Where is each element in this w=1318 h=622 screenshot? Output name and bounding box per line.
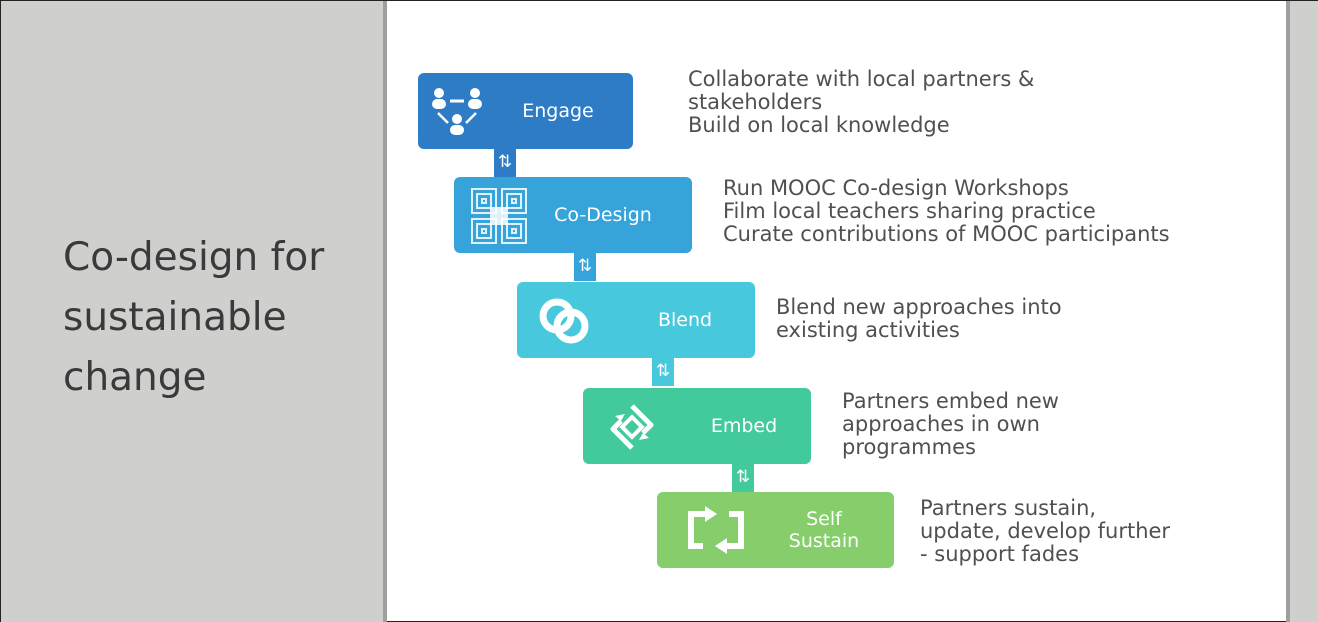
stage-description-self-sustain: Partners sustain, update, develop furthe… xyxy=(920,496,1171,566)
connector-arrow-icon: ⇅ xyxy=(655,361,671,381)
stage-description-embed: Partners embed new approaches in own pro… xyxy=(842,389,1059,459)
stage-description-blend: Blend new approaches into existing activ… xyxy=(776,295,1062,342)
stage-co-design: Co-Design xyxy=(454,177,692,253)
people-network-icon xyxy=(432,88,482,135)
stage-engage: Engage xyxy=(418,73,633,149)
connector-4: ⇅ xyxy=(732,464,754,492)
connector-1: ⇅ xyxy=(494,149,516,177)
connector-arrow-icon: ⇅ xyxy=(497,152,513,172)
connector-arrow-icon: ⇅ xyxy=(735,467,751,487)
stage-embed: Embed xyxy=(583,388,811,464)
left-divider xyxy=(383,1,387,622)
slide-title: Co-design for sustainable change xyxy=(63,235,325,400)
stage-description-engage: Collaborate with local partners & stakeh… xyxy=(688,67,1035,137)
right-panel xyxy=(1290,1,1318,622)
stage-blend: Blend xyxy=(517,282,755,358)
left-panel xyxy=(1,1,383,622)
stage-label-engage: Engage xyxy=(522,100,594,122)
connector-3: ⇅ xyxy=(652,358,674,386)
stage-self-sustain: Self Sustain xyxy=(657,492,894,568)
stage-label-co-design: Co-Design xyxy=(554,204,652,226)
diamond-arrows-icon xyxy=(610,404,654,450)
interlocking-rings-icon xyxy=(539,298,589,344)
stage-description-co-design: Run MOOC Co-design Workshops Film local … xyxy=(723,176,1170,246)
stage-label-embed: Embed xyxy=(710,415,778,437)
connector-2: ⇅ xyxy=(574,253,596,281)
cycle-arrows-icon xyxy=(688,506,744,554)
stage-label-blend: Blend xyxy=(657,309,713,331)
stage-label-self-sustain: Self Sustain xyxy=(788,508,860,552)
right-divider xyxy=(1286,1,1290,622)
maze-squares-icon xyxy=(471,188,527,244)
connector-arrow-icon: ⇅ xyxy=(577,256,593,276)
